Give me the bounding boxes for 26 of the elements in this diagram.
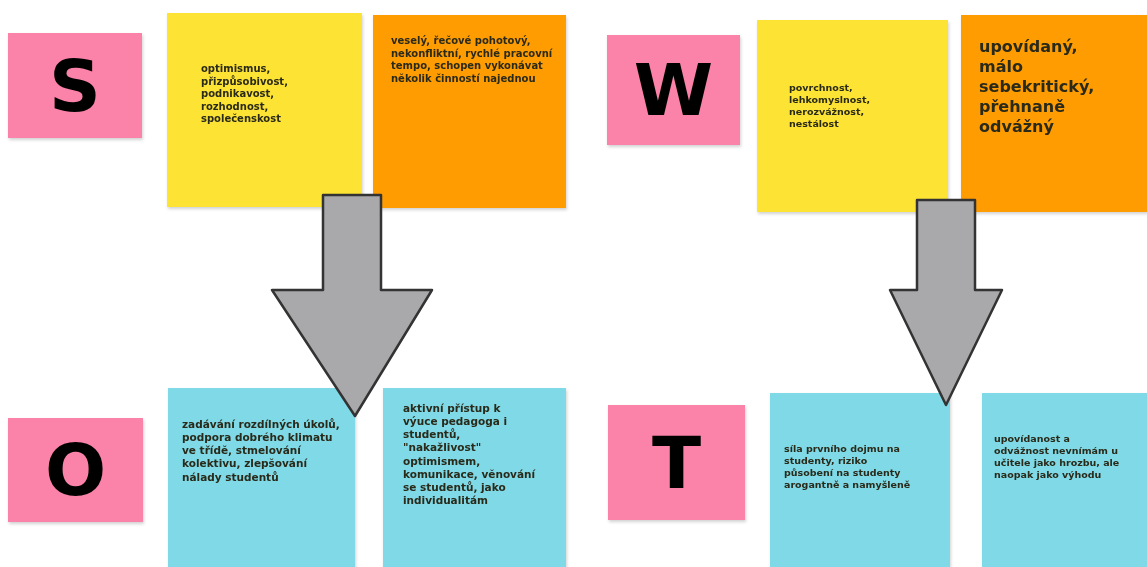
swot-letter: W	[633, 54, 714, 126]
letter-card	[8, 33, 142, 138]
note-text: aktivní přístup k výuce pedagoga i studentů, "nakažlivost" optimismem, komunikace, věnování se studentů, jako individualitám	[403, 402, 536, 507]
letter-card	[8, 418, 143, 522]
sticky-note	[167, 13, 362, 207]
sticky-note	[383, 388, 566, 567]
letter-card	[607, 35, 740, 145]
block-arrow	[270, 193, 434, 418]
note-text: zadávání rozdílných úkolů, podpora dobrého klimatu ve třídě, stmelování kolektivu, zlepšování nálady studentů	[182, 418, 341, 484]
swot-letter: S	[49, 49, 101, 122]
sticky-note	[168, 388, 355, 567]
note-text: upovídanost a odvážnost nevnímám u učitele jako hrozbu, ale naopak jako výhodu	[994, 433, 1121, 481]
note-text: veselý, řečové pohotový, nekonfliktní, rychlé pracovní tempo, schopen vykonávat několik činností najednou	[391, 35, 554, 85]
sticky-note	[757, 20, 948, 212]
sticky-note	[770, 393, 950, 567]
note-text: síla prvního dojmu na studenty, riziko působení na studenty arogantně a namyšleně	[784, 443, 912, 491]
note-text: upovídaný, málo sebekritický, přehnaně odvážný	[979, 37, 1096, 137]
letter-card	[608, 405, 745, 520]
swot-letter: O	[44, 434, 107, 506]
swot-letter: T	[651, 426, 702, 499]
sticky-note	[982, 393, 1147, 567]
block-arrow	[888, 198, 1004, 407]
sticky-note	[961, 15, 1147, 212]
note-text: optimismus, přizpůsobivost, podnikavost, rozhodnost, společenskost	[201, 63, 289, 126]
note-text: povrchnost, lehkomyslnost, nerozvážnost, nestálost	[789, 82, 872, 130]
sticky-note	[373, 15, 566, 208]
